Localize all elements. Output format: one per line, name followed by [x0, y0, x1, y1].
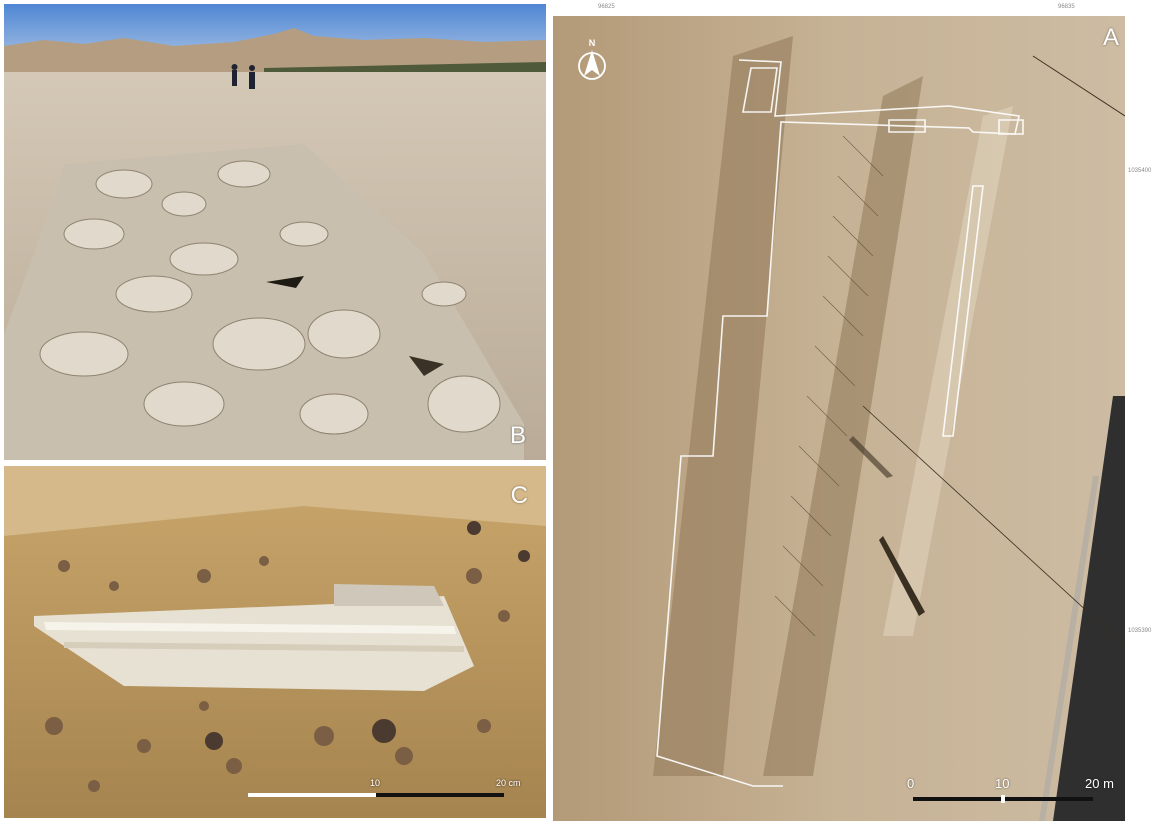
north-arrow: N — [577, 38, 607, 82]
scale-mid-label: 10 — [995, 776, 1010, 791]
coord-top-left: 96825 — [598, 4, 615, 10]
north-label: N — [588, 38, 596, 48]
scale-label-end: 20 cm — [496, 778, 521, 788]
scale-end-label: 20 m — [1085, 776, 1114, 791]
coord-right-bottom: 1035390 — [1128, 628, 1152, 634]
scale-label-mid: 10 — [370, 778, 381, 788]
scale-zero-label: 0 — [907, 776, 915, 791]
photo-panel-b: B — [4, 4, 546, 460]
panel-label-b: B — [509, 422, 526, 449]
coord-right-top: 1035400 — [1128, 168, 1152, 174]
photo-panel-c: C 10 20 cm — [4, 466, 546, 818]
aerial-panel-a: N A 0 10 20 m — [553, 16, 1125, 821]
compass-icon — [578, 50, 606, 80]
aerial-photo — [553, 16, 1125, 821]
panel-label-c: C — [510, 482, 528, 509]
closeup-photo — [4, 466, 546, 818]
landscape-photo — [4, 4, 546, 460]
coord-top-right: 96835 — [1058, 4, 1075, 10]
panel-label-a: A — [1102, 24, 1119, 51]
